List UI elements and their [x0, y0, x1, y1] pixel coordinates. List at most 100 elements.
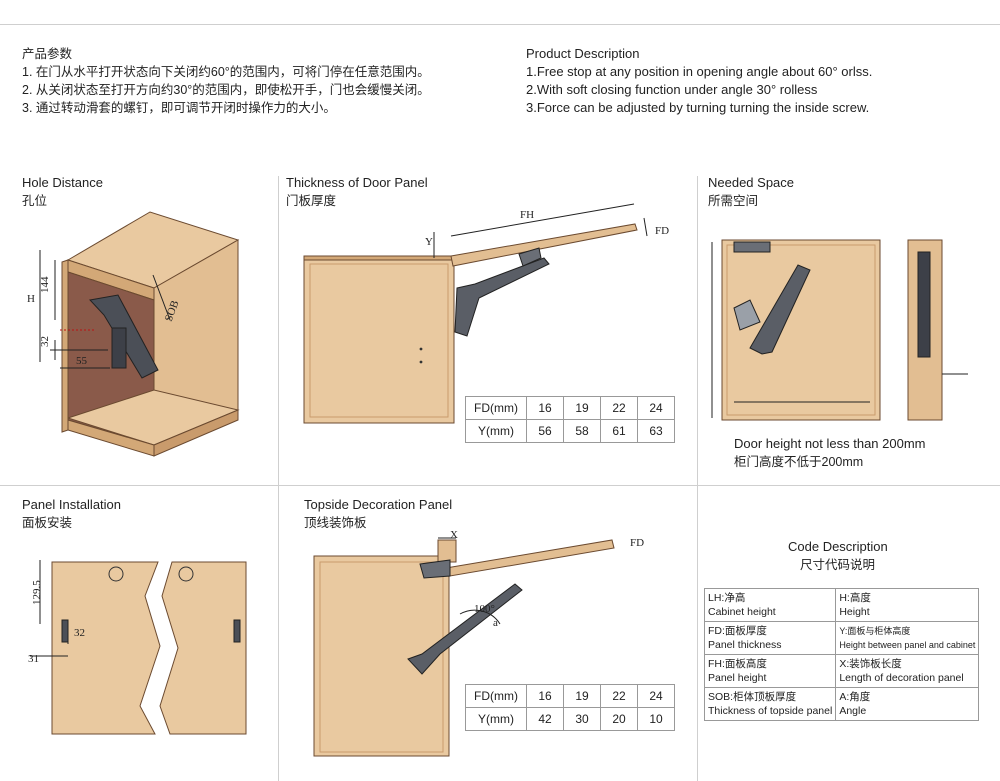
install-label-31: 31 — [28, 653, 39, 665]
zh-line-2: 2. 从关闭状态至打开方向约30°的范围内，即使松开手，门也会缓慢关闭。 — [22, 83, 430, 97]
space-note-en: Door height not less than 200mm — [734, 436, 926, 451]
space-note-zh: 柜门高度不低于200mm — [734, 455, 864, 469]
code-zh: X:装饰板长度 — [839, 658, 902, 670]
code-zh: Y:面板与柜体高度 — [839, 626, 911, 636]
table-cell: 56 — [526, 419, 564, 443]
zh-line-1: 1. 在门从水平打开状态向下关闭约60°的范围内，可将门停在任意范围内。 — [22, 65, 430, 79]
en-line-2: 2.With soft closing function under angle… — [526, 82, 818, 97]
table-row: Y(mm) 42 30 20 10 — [465, 707, 675, 731]
divider-col2 — [697, 176, 698, 781]
code-cell: FD:面板厚度 Panel thickness — [703, 621, 837, 655]
code-cell: SOB:柜体顶板厚度 Thickness of topside panel — [703, 687, 837, 721]
hole-label-55: 55 — [76, 355, 87, 367]
row-label: Y(mm) — [465, 419, 527, 443]
code-cell: LH:净高 Cabinet height — [703, 588, 837, 622]
install-title-en: Panel Installation — [22, 497, 122, 512]
code-zh: LH:净高 — [708, 592, 746, 604]
table-row: FD:面板厚度 Panel thickness Y:面板与柜体高度 Height b… — [703, 621, 980, 655]
table-cell: 61 — [600, 419, 638, 443]
code-title-zh: 尺寸代码说明 — [800, 558, 876, 572]
table-cell: 22 — [600, 684, 638, 708]
topside-title-en: Topside Decoration Panel — [304, 497, 453, 512]
table-cell: 24 — [637, 684, 675, 708]
en-line-1: 1.Free stop at any position in opening a… — [526, 64, 873, 79]
topside-title-zh: 顶线装饰板 — [304, 516, 367, 530]
code-cell: X:装饰板长度 Length of decoration panel — [835, 654, 980, 688]
code-en: Height between panel and cabinet — [839, 640, 976, 650]
table-row: FH:面板高度 Panel height X:装饰板长度 Length of dec… — [703, 654, 980, 688]
divider-top — [0, 24, 1000, 25]
space-title-zh: 所需空间 — [708, 194, 759, 208]
code-zh: H:高度 — [839, 592, 871, 604]
row-label: FD(mm) — [465, 684, 527, 708]
topside-label-a: a — [493, 617, 498, 629]
divider-middle — [0, 485, 1000, 486]
table-cell: 20 — [600, 707, 638, 731]
code-en: Angle — [839, 705, 867, 717]
code-table: LH:净高 Cabinet height H:高度 Height FD:面板厚度 Pa… — [703, 588, 980, 721]
divider-col1 — [278, 176, 279, 781]
topside-spec-table: FD(mm) 16 19 22 24 Y(mm) 42 30 20 10 — [465, 684, 675, 731]
table-row: SOB:柜体顶板厚度 Thickness of topside panel A:角… — [703, 687, 980, 721]
topside-drawing — [313, 537, 615, 757]
code-en: Length of decoration panel — [839, 672, 964, 684]
table-cell: 16 — [526, 684, 564, 708]
table-cell: 19 — [563, 684, 601, 708]
table-cell: 30 — [563, 707, 601, 731]
code-zh: FD:面板厚度 — [708, 625, 767, 637]
table-cell: 24 — [637, 396, 675, 420]
code-en: Panel height — [708, 672, 767, 684]
thickness-spec-table: FD(mm) 16 19 22 24 Y(mm) 56 58 61 63 — [465, 396, 675, 443]
table-row: FD(mm) 16 19 22 24 — [465, 396, 675, 420]
code-cell: FH:面板高度 Panel height — [703, 654, 837, 688]
en-title: Product Description — [526, 46, 640, 61]
install-title-zh: 面板安装 — [22, 516, 73, 530]
thickness-title-zh: 门板厚度 — [286, 194, 337, 208]
table-cell: 10 — [637, 707, 675, 731]
table-row: LH:净高 Cabinet height H:高度 Height — [703, 588, 980, 622]
panel-installation-drawing — [30, 560, 247, 735]
code-cell: H:高度 Height — [835, 588, 980, 622]
hole-label-h: H — [27, 293, 35, 305]
table-cell: 16 — [526, 396, 564, 420]
topside-label-fd: FD — [630, 537, 645, 549]
install-label-32: 32 — [74, 627, 85, 639]
table-cell: 19 — [563, 396, 601, 420]
topside-label-x: X — [450, 529, 458, 541]
space-title-en: Needed Space — [708, 175, 795, 190]
code-cell: Y:面板与柜体高度 Height between panel and cabine… — [835, 621, 980, 655]
code-title-en: Code Description — [788, 539, 888, 554]
code-en: Thickness of topside panel — [708, 705, 833, 717]
topside-label-angle: 100° — [474, 603, 495, 615]
table-cell: 58 — [563, 419, 601, 443]
hole-title-en: Hole Distance — [22, 175, 103, 190]
thickness-label-y: Y — [425, 236, 433, 248]
code-en: Cabinet height — [708, 606, 776, 618]
needed-space-drawing — [711, 239, 968, 421]
table-cell: 63 — [637, 419, 675, 443]
thickness-title-en: Thickness of Door Panel — [286, 175, 428, 190]
thickness-label-fd: FD — [655, 225, 670, 237]
table-cell: 22 — [600, 396, 638, 420]
code-zh: SOB:柜体顶板厚度 — [708, 691, 797, 703]
hole-title-zh: 孔位 — [22, 194, 48, 208]
zh-title: 产品参数 — [22, 47, 73, 61]
thickness-drawing — [303, 203, 648, 424]
code-cell: A:角度 Angle — [835, 687, 980, 721]
code-zh: FH:面板高度 — [708, 658, 767, 670]
code-en: Panel thickness — [708, 639, 782, 651]
hole-distance-drawing — [39, 211, 240, 457]
row-label: FD(mm) — [465, 396, 527, 420]
thickness-label-fh: FH — [520, 209, 535, 221]
table-row: Y(mm) 56 58 61 63 — [465, 419, 675, 443]
row-label: Y(mm) — [465, 707, 527, 731]
hole-label-32: 32 — [39, 336, 51, 347]
code-en: Height — [839, 606, 870, 618]
table-cell: 42 — [526, 707, 564, 731]
hole-label-144: 144 — [39, 276, 51, 294]
table-row: FD(mm) 16 19 22 24 — [465, 684, 675, 708]
en-line-3: 3.Force can be adjusted by turning turni… — [526, 100, 870, 115]
zh-line-3: 3. 通过转动滑套的螺钉，即可调节开闭时操作力的大小。 — [22, 101, 336, 115]
install-label-1295: 129.5 — [31, 580, 43, 605]
code-zh: A:角度 — [839, 691, 871, 703]
